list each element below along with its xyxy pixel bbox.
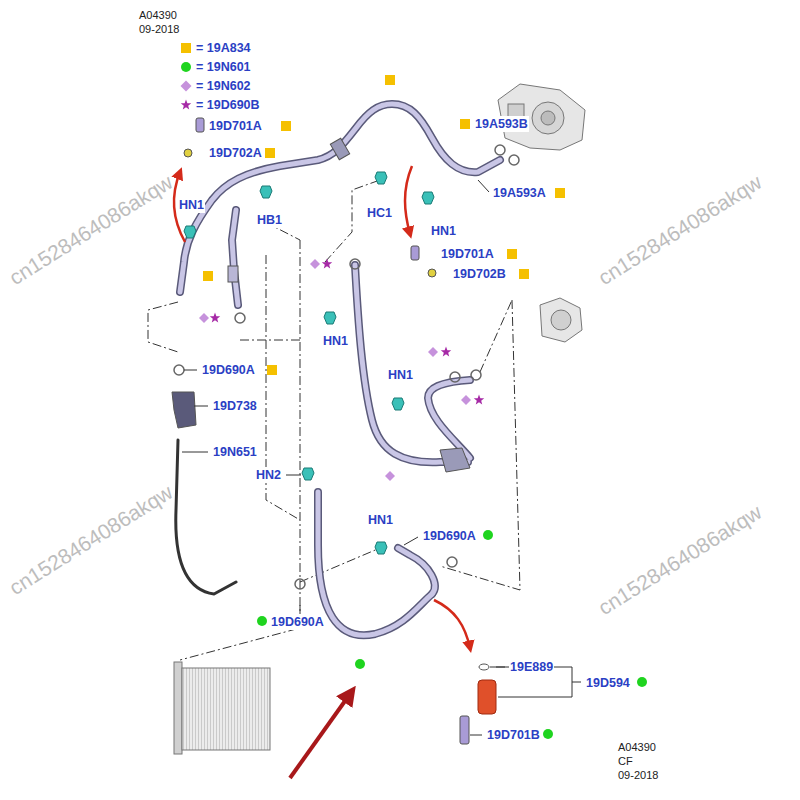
watermark: cn1528464086akqw bbox=[4, 479, 178, 600]
legend-text: = 19N602 bbox=[196, 79, 251, 93]
hoses bbox=[176, 104, 500, 635]
legend-entry: = 19D690B bbox=[180, 97, 260, 113]
clip-label: HN1 bbox=[367, 512, 394, 528]
part-number: 19D702A bbox=[208, 145, 263, 161]
clip-label: HB1 bbox=[256, 212, 283, 228]
legend-swatch bbox=[180, 61, 192, 73]
clip-label: HN1 bbox=[322, 333, 349, 349]
part-number: 19D701B bbox=[486, 727, 541, 743]
diagram-date: 09-2018 bbox=[617, 767, 659, 783]
part-number: 19D702B bbox=[452, 266, 507, 282]
fittings bbox=[172, 118, 496, 744]
clip-label: HN1 bbox=[178, 197, 205, 213]
part-number: 19E889 bbox=[509, 659, 554, 675]
part-markers bbox=[199, 75, 647, 739]
leader-lines bbox=[182, 180, 581, 735]
legend-swatch bbox=[180, 99, 192, 111]
part-number: 19D738 bbox=[212, 398, 258, 414]
part-number: 19N651 bbox=[212, 444, 258, 460]
legend-text: = 19D690B bbox=[196, 98, 260, 112]
part-number: 19A593B bbox=[474, 116, 529, 132]
clip-label: HN2 bbox=[255, 467, 282, 483]
legend-swatch bbox=[180, 42, 192, 54]
clip-label: HC1 bbox=[366, 205, 393, 221]
red-arrows bbox=[174, 166, 470, 778]
watermark: cn1528464086akqw bbox=[593, 499, 767, 620]
clips bbox=[184, 172, 434, 554]
part-number: 19D690A bbox=[270, 614, 325, 630]
watermark: cn1528464086akqw bbox=[593, 169, 767, 290]
o-rings bbox=[174, 145, 519, 589]
legend-entry: = 19N602 bbox=[180, 78, 251, 94]
dash-dot-lines bbox=[148, 180, 520, 660]
legend-entry: = 19N601 bbox=[180, 59, 251, 75]
part-number: 19D690A bbox=[201, 362, 256, 378]
legend-entry: = 19A834 bbox=[180, 40, 251, 56]
part-number: 19D690A bbox=[422, 528, 477, 544]
part-number: 19D701A bbox=[440, 246, 495, 262]
part-number: 19A593A bbox=[492, 185, 547, 201]
legend-text: = 19N601 bbox=[196, 60, 251, 74]
diagram-date: 09-2018 bbox=[138, 21, 180, 37]
clip-label: HN1 bbox=[387, 367, 414, 383]
legend-text: = 19A834 bbox=[196, 41, 251, 55]
clip-label: HN1 bbox=[430, 223, 457, 239]
part-number: 19D701A bbox=[208, 118, 263, 134]
watermark: cn1528464086akqw bbox=[4, 169, 178, 290]
condenser bbox=[174, 662, 270, 754]
legend-swatch bbox=[180, 80, 192, 92]
part-number: 19D594 bbox=[585, 675, 631, 691]
